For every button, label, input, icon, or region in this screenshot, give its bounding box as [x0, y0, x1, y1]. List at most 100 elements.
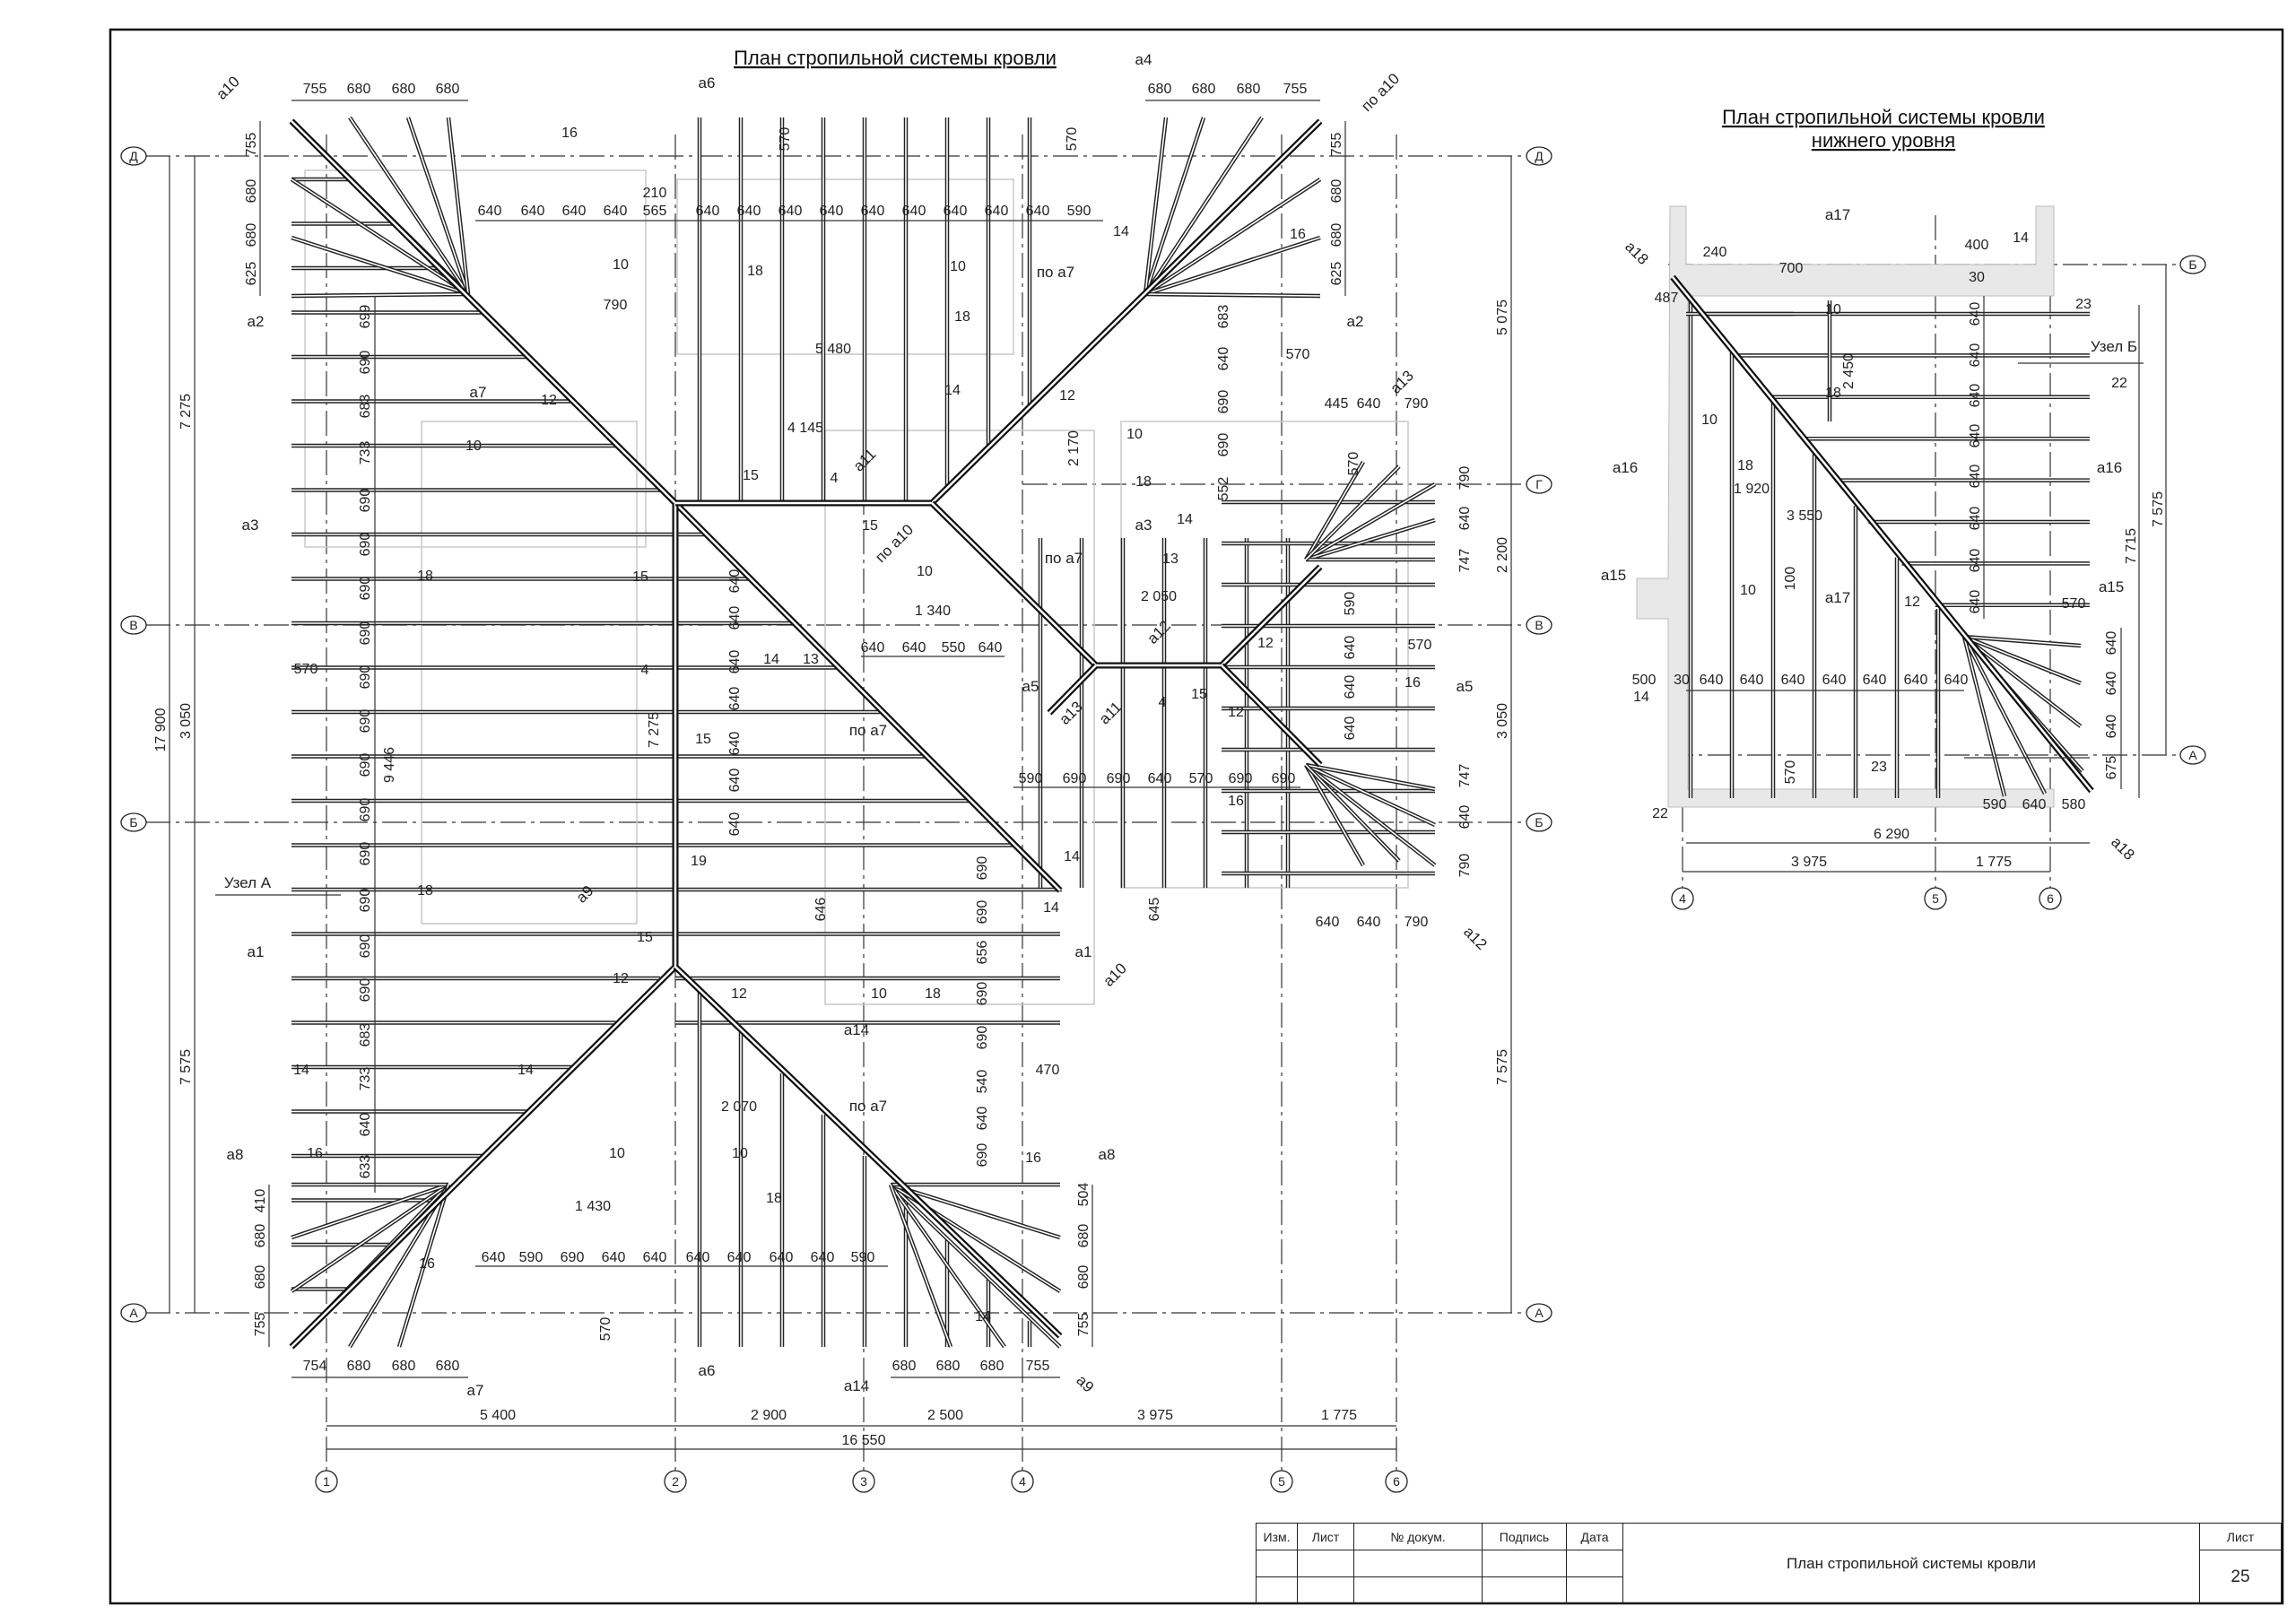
dimension-label: 755	[253, 1313, 268, 1337]
axis-label: Б	[129, 815, 137, 829]
axis-bubble	[1526, 1303, 1552, 1323]
rafter-inner	[1963, 636, 2082, 727]
rafter-inner	[1144, 237, 1321, 295]
dimension-label: 640	[1343, 675, 1358, 699]
dimension-label: 683	[1216, 305, 1231, 329]
wall-outline	[676, 178, 1014, 355]
axis-label: 4	[1679, 891, 1686, 906]
dimension-label: 640	[2022, 797, 2047, 812]
axis-bubble	[1385, 1470, 1408, 1493]
member-number: 18	[747, 264, 763, 279]
dimension-label: 690	[358, 842, 373, 866]
member-number: 23	[2075, 297, 2092, 312]
section-mark: а3	[1135, 517, 1152, 534]
wall-section	[1636, 205, 2055, 808]
dimension-label: 690	[1216, 433, 1231, 457]
member-number: 10	[613, 257, 629, 273]
title-block: Изм. Лист № докум. Подпись Дата План стр…	[1256, 1523, 2282, 1604]
dimension-label: 680	[244, 179, 259, 204]
dimension-label: 1 775	[1321, 1408, 1357, 1423]
dimension-label: 790	[1457, 466, 1473, 491]
dimension-label: 1 920	[1734, 482, 1770, 497]
dimension-label: 640	[1822, 673, 1847, 688]
member-number: 13	[1162, 551, 1178, 567]
dimension-label: 1 775	[1976, 855, 2012, 870]
axis-bubble	[1924, 887, 1947, 910]
dimension-label: 7 715	[2124, 528, 2139, 564]
hip-rafter-inner	[674, 502, 1061, 891]
rafters	[290, 116, 2090, 1349]
hip-rafter-inner	[931, 120, 1321, 504]
wall-outlines	[304, 169, 2055, 1005]
dimension-label: 690	[358, 753, 373, 777]
dimension-label: 570	[1783, 760, 1798, 785]
dimension-label: 733	[358, 441, 373, 465]
sheet-number: 25	[2199, 1550, 2282, 1604]
member-number: 18	[954, 309, 970, 325]
axis-label: Б	[2188, 257, 2196, 272]
dimension-label: 680	[1076, 1265, 1091, 1290]
member-number: 10	[609, 1146, 625, 1161]
dimension-label: 410	[253, 1189, 268, 1213]
dimension-label: 640	[1968, 549, 1983, 573]
dimension-label: 640	[1343, 716, 1358, 741]
rafter-inner	[1144, 117, 1263, 295]
dimension-label: 640	[1457, 507, 1473, 531]
dimension-label: 690	[358, 577, 373, 601]
section-mark: а16	[2097, 459, 2122, 476]
member-number: 16	[1290, 227, 1306, 242]
section-mark: а1	[1075, 943, 1092, 960]
wall-outline	[824, 430, 1095, 1005]
section-mark: а14	[844, 1021, 869, 1038]
dimension-label: 640	[902, 204, 926, 219]
axis-label: 4	[1019, 1474, 1026, 1489]
axis-bubble	[315, 1470, 338, 1493]
member-number: 14	[944, 383, 961, 398]
dimension-label: 7 575	[2151, 491, 2166, 527]
dimension-label: 445	[1325, 396, 1349, 412]
axis-label: 6	[2047, 891, 2054, 906]
dimension-label: 683	[358, 1023, 373, 1047]
dimension-label: 2 050	[1141, 589, 1177, 604]
dimension-label: 3 975	[1791, 855, 1827, 870]
dimension-label: 790	[1457, 854, 1473, 878]
dimension-label: 640	[727, 812, 743, 837]
axis-label: 1	[323, 1474, 330, 1489]
rafter-inner	[1305, 764, 1436, 826]
dimension-label: 590	[851, 1250, 875, 1265]
col-list: Лист	[1297, 1523, 1354, 1550]
dimension-label: 755	[1076, 1313, 1091, 1337]
dimension-label: 690	[358, 978, 373, 1003]
axis-bubble	[1270, 1470, 1293, 1493]
dimension-label: 640	[985, 204, 1009, 219]
member-number: 12	[613, 971, 629, 986]
member-number: 16	[1025, 1151, 1041, 1166]
axis-label: Г	[1535, 477, 1543, 491]
section-mark: а11	[850, 446, 880, 475]
dimension-label: 747	[1457, 549, 1473, 573]
dimension-label: 590	[1983, 797, 2007, 812]
dimension-label: 690	[1229, 771, 1253, 786]
section-mark: а7	[470, 384, 487, 401]
dimension-label: 680	[980, 1359, 1004, 1374]
dimension-label: 690	[1063, 771, 1087, 786]
dimension-label: 7 575	[178, 1049, 194, 1085]
section-mark: а10	[213, 73, 242, 102]
dimension-label: 570	[294, 662, 318, 677]
dimension-label: 699	[358, 305, 373, 329]
axis-bubble	[1526, 146, 1552, 166]
dimension-label: 640	[1148, 771, 1172, 786]
member-number: 18	[766, 1191, 782, 1206]
dimension-label: 680	[1237, 82, 1261, 97]
dimension-label: 570	[1065, 127, 1080, 152]
section-mark: а15	[1601, 567, 1626, 584]
axis-bubble	[1526, 615, 1552, 635]
axis-grid	[120, 135, 2206, 1493]
section-mark: по а10	[872, 521, 917, 566]
dimension-label: 625	[244, 262, 259, 286]
dimension-label: 633	[358, 1155, 373, 1179]
member-number: 4	[831, 471, 839, 486]
section-mark: а12	[1460, 923, 1490, 952]
dimension-label: 640	[770, 1250, 794, 1265]
section-mark: а9	[1073, 1372, 1097, 1396]
